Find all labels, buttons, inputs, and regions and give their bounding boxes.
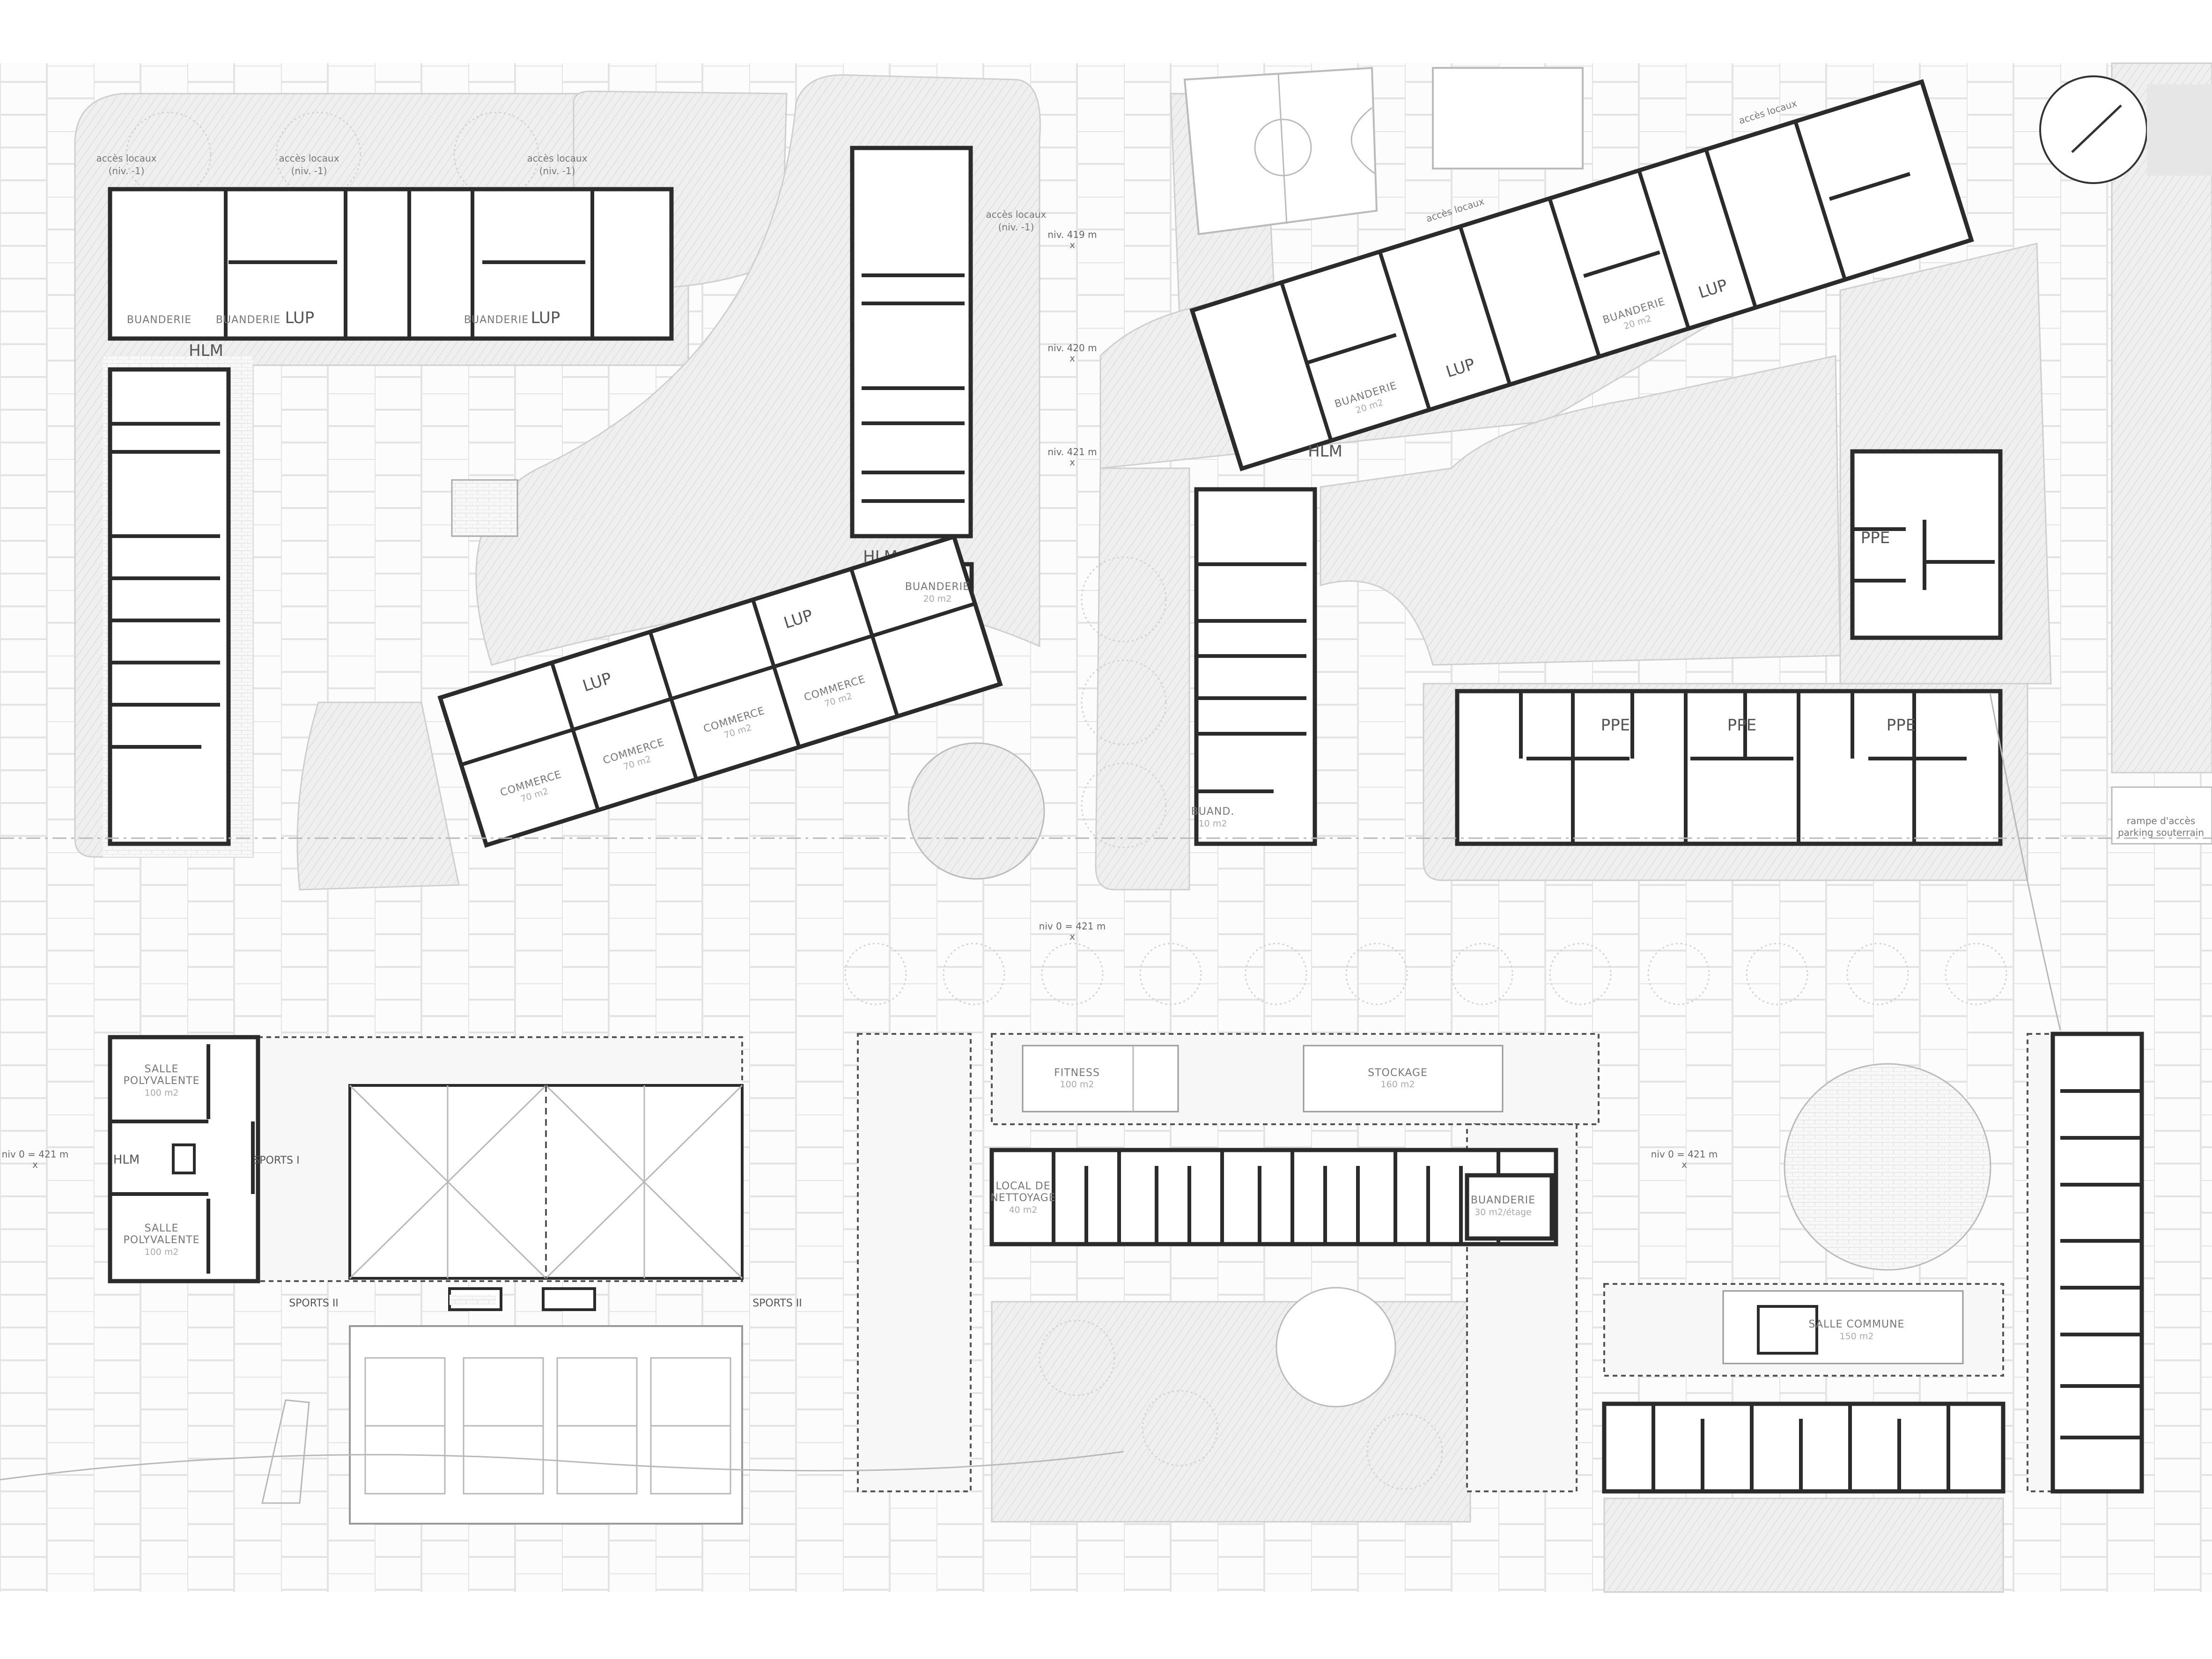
level-label: niv. 419 m — [1047, 229, 1097, 240]
room-label: POLYVALENTE — [123, 1234, 199, 1246]
building-sports: SALLE POLYVALENTE 100 m2 SALLE POLYVALEN… — [108, 1035, 802, 1525]
access-label: accès locaux — [986, 209, 1047, 220]
room-label: NETTOYAGE — [990, 1192, 1055, 1204]
building-right: PPE PPE PPE PPE — [1455, 449, 2003, 846]
hlm-label: HLM — [189, 341, 223, 360]
playground-grid — [451, 479, 518, 537]
sports-label: SPORTS II — [289, 1298, 339, 1309]
room-area: 40 m2 — [1009, 1205, 1038, 1215]
top-margin — [0, 0, 2212, 63]
round-plaza-2 — [1276, 1287, 1396, 1408]
bottom-margin — [0, 1592, 2212, 1659]
building-middle-vertical — [850, 146, 973, 538]
level-marker: x — [1069, 239, 1075, 251]
room-label: SALLE — [145, 1063, 179, 1075]
ramp-label: parking souterrain — [2118, 827, 2204, 838]
room-label: BUANDERIE — [1471, 1194, 1535, 1206]
ppe-label: PPE — [1727, 716, 1757, 735]
ppe-label: PPE — [1601, 716, 1630, 735]
room-label: STOCKAGE — [1368, 1067, 1428, 1079]
access-label-level: (niv. -1) — [291, 165, 327, 177]
level-label: niv 0 = 421 m — [1651, 1149, 1718, 1160]
parking-ramp: rampe d'accès parking souterrain — [2111, 786, 2212, 845]
sports-label: SPORTS I — [253, 1155, 299, 1166]
room-label: SALLE COMMUNE — [1809, 1319, 1905, 1330]
lup-label: LUP — [531, 309, 560, 327]
level-marker: x — [32, 1159, 38, 1170]
sports-court-2 — [1432, 67, 1584, 170]
ppe-label: PPE — [1887, 716, 1916, 735]
room-label: BUANDERIE — [216, 314, 280, 326]
building-top-left: BUANDERIE BUANDERIE BUANDERIE LUP LUP HL… — [103, 187, 674, 857]
building-bottom-right: SALLE COMMUNE 150 m2 — [1602, 1032, 2144, 1494]
room-area: 100 m2 — [145, 1088, 179, 1098]
level-label: niv 0 = 421 m — [1039, 921, 1106, 932]
level-marker: x — [1069, 353, 1075, 364]
building-top-right-diagonal: BUANDERIE 20 m2 BUANDERIE 20 m2 LUP LUP … — [1189, 79, 1974, 472]
access-label-level: (niv. -1) — [539, 165, 575, 177]
room-area: 160 m2 — [1381, 1079, 1415, 1090]
site-lines — [0, 693, 2212, 1504]
basketball-court — [1183, 66, 1378, 236]
level-label: niv. 420 m — [1047, 342, 1097, 354]
room-label: POLYVALENTE — [123, 1075, 199, 1087]
room-area: 100 m2 — [1060, 1079, 1094, 1090]
round-plaza-1 — [907, 742, 1045, 880]
lup-label: LUP — [285, 309, 315, 327]
access-label: accès locaux — [527, 153, 588, 164]
room-label: BUANDERIE — [464, 314, 529, 326]
room-label: SALLE — [145, 1223, 179, 1234]
access-labels: accès locaux (niv. -1) accès locaux (niv… — [96, 153, 1047, 233]
building-commerce: HLM COMMERCE 70 m2 COMMERCE 70 m2 COMMER… — [437, 534, 1003, 848]
room-label: BUANDERIE — [127, 314, 192, 326]
access-label-level: (niv. -1) — [109, 165, 145, 177]
room-label: LOCAL DE — [995, 1180, 1050, 1192]
room-area: 150 m2 — [1840, 1331, 1874, 1342]
room-area: 20 m2 — [923, 594, 952, 604]
room-label: BUANDERIE — [905, 581, 970, 593]
ramp-label: rampe d'accès — [2127, 815, 2195, 826]
level-marker: x — [1069, 457, 1075, 468]
hlm-label: HLM — [1308, 442, 1342, 461]
room-area: 100 m2 — [145, 1247, 179, 1257]
level-marker: x — [1069, 931, 1075, 942]
level-markers: niv. 419 m x niv. 420 m x niv. 421 m x n… — [2, 229, 1718, 1170]
round-plaza-3 — [1784, 1063, 1991, 1271]
level-label: niv. 421 m — [1047, 446, 1097, 457]
north-arrow — [2039, 75, 2212, 184]
room-area: 30 m2/étage — [1475, 1207, 1532, 1217]
access-label-level: (niv. -1) — [998, 221, 1034, 233]
access-label: accès locaux — [279, 153, 339, 164]
trees — [125, 111, 2007, 1490]
room-label: BUAND. — [1191, 806, 1235, 818]
level-label: niv 0 = 421 m — [2, 1149, 69, 1160]
sports-label: SPORTS II — [752, 1298, 802, 1309]
ppe-label: PPE — [1861, 529, 1890, 547]
room-label: FITNESS — [1054, 1067, 1100, 1079]
level-marker: x — [1681, 1159, 1687, 1170]
building-vertical-2: BUAND. 10 m2 — [1191, 487, 1317, 846]
room-area: 10 m2 — [1199, 818, 1227, 829]
building-bottom-middle: FITNESS 100 m2 STOCKAGE 160 m2 LOCAL DE … — [857, 1033, 1600, 1492]
access-label: accès locaux — [96, 153, 157, 164]
hlm-label: HLM — [113, 1153, 140, 1167]
